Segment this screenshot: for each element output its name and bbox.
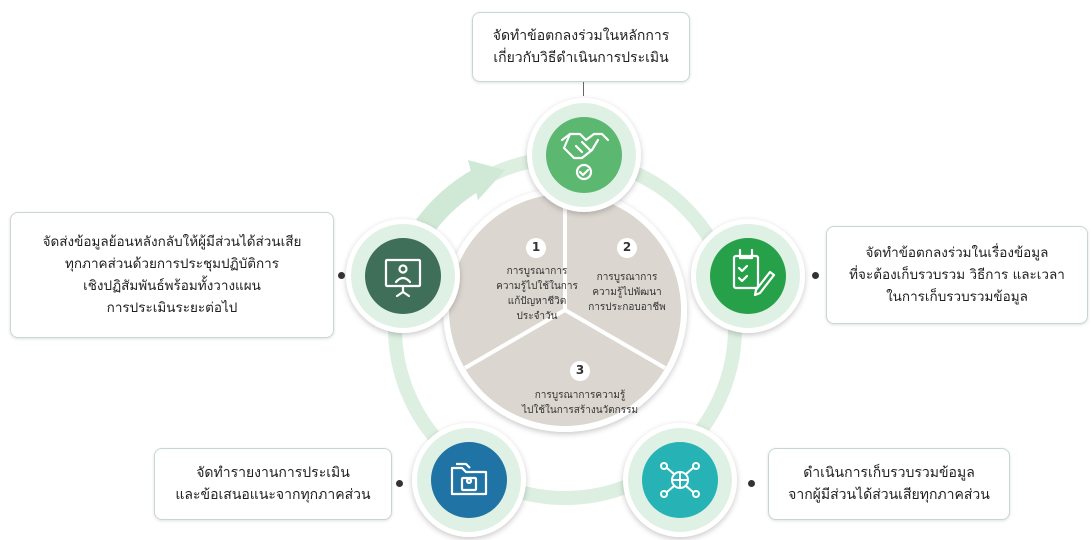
connector-top <box>583 82 584 96</box>
label-left-line: จัดส่งข้อมูลย้อนหลังกลับให้ผู้มีส่วนได้ส… <box>42 234 302 250</box>
segment-1-number: 1 <box>531 240 541 254</box>
document-check-icon <box>732 248 776 297</box>
segment-2-number: 2 <box>622 240 632 254</box>
label-bottom-left-line: และข้อเสนอแนะจากทุกภาคส่วน <box>175 487 371 503</box>
label-left-line: การประเมินระยะต่อไป <box>106 300 238 316</box>
label-left-line: ทุกภาคส่วนด้วยการประชุมปฏิบัติการ <box>64 256 279 272</box>
segment-2-line: การบูรณาการ <box>596 272 658 283</box>
label-top-line: จัดทำข้อตกลงร่วมในหลักการ <box>492 28 670 44</box>
segment-2-label: การบูรณาการ ความรู้ไปพัฒนา การประกอบอาชี… <box>572 270 682 315</box>
segment-3-label: การบูรณาการความรู้ ไปใช้ในการสร้างนวัตกร… <box>500 388 660 418</box>
label-right-line: จัดทำข้อตกลงร่วมในเรื่องข้อมูล <box>865 245 1049 261</box>
presentation-icon <box>384 258 422 298</box>
node-left <box>346 219 460 333</box>
label-top-line: เกี่ยวกับวิธีดำเนินการประเมิน <box>493 50 669 66</box>
segment-1-line: แก้ปัญหาชีวิต <box>507 296 567 307</box>
network-globe-icon <box>660 462 700 498</box>
connector-dot-bottom-left <box>396 480 403 487</box>
label-bottom-right-line: จากผู้มีส่วนได้ส่วนเสียทุกภาคส่วน <box>788 487 990 503</box>
label-bottom-right-line: ดำเนินการเก็บรวบรวมข้อมูล <box>803 465 975 481</box>
label-right: จัดทำข้อตกลงร่วมในเรื่องข้อมูล ที่จะต้อง… <box>826 226 1088 324</box>
segment-3-line: การบูรณาการความรู้ <box>534 390 626 401</box>
cycle-arrowhead <box>468 160 505 200</box>
segment-3-number: 3 <box>575 363 585 377</box>
connector-dot-right <box>812 272 819 279</box>
segment-3-line: ไปใช้ในการสร้างนวัตกรรม <box>521 405 639 416</box>
connector-dot-bottom-right <box>748 480 755 487</box>
segment-2-line: ความรู้ไปพัฒนา <box>592 287 662 298</box>
segment-1-line: ประจำวัน <box>516 311 558 322</box>
center-pie <box>443 188 687 432</box>
segment-1-line: ความรู้ไปใช้ในการ <box>496 281 578 292</box>
segment-2-line: การประกอบอาชีพ <box>588 302 666 313</box>
label-right-line: ที่จะต้องเก็บรวบรวม วิธีการ และเวลา <box>849 267 1065 283</box>
label-top: จัดทำข้อตกลงร่วมในหลักการ เกี่ยวกับวิธีด… <box>472 12 690 82</box>
label-bottom-left-line: จัดทำรายงานการประเมิน <box>196 465 350 481</box>
folder-user-icon <box>450 462 488 496</box>
label-left: จัดส่งข้อมูลย้อนหลังกลับให้ผู้มีส่วนได้ส… <box>10 212 334 338</box>
label-left-line: เชิงปฏิสัมพันธ์พร้อมทั้งวางแผน <box>83 278 261 294</box>
label-right-line: ในการเก็บรวบรวมข้อมูล <box>886 289 1028 305</box>
connector-dot-left <box>338 272 345 279</box>
label-bottom-left: จัดทำรายงานการประเมิน และข้อเสนอแนะจากทุ… <box>154 448 392 520</box>
handshake-icon <box>560 132 610 181</box>
cycle-arrow <box>416 168 486 233</box>
segment-1-line: การบูรณาการ <box>506 266 568 277</box>
segment-1-label: การบูรณาการ ความรู้ไปใช้ในการ แก้ปัญหาชี… <box>472 264 602 324</box>
label-bottom-right: ดำเนินการเก็บรวบรวมข้อมูล จากผู้มีส่วนได… <box>768 448 1010 520</box>
